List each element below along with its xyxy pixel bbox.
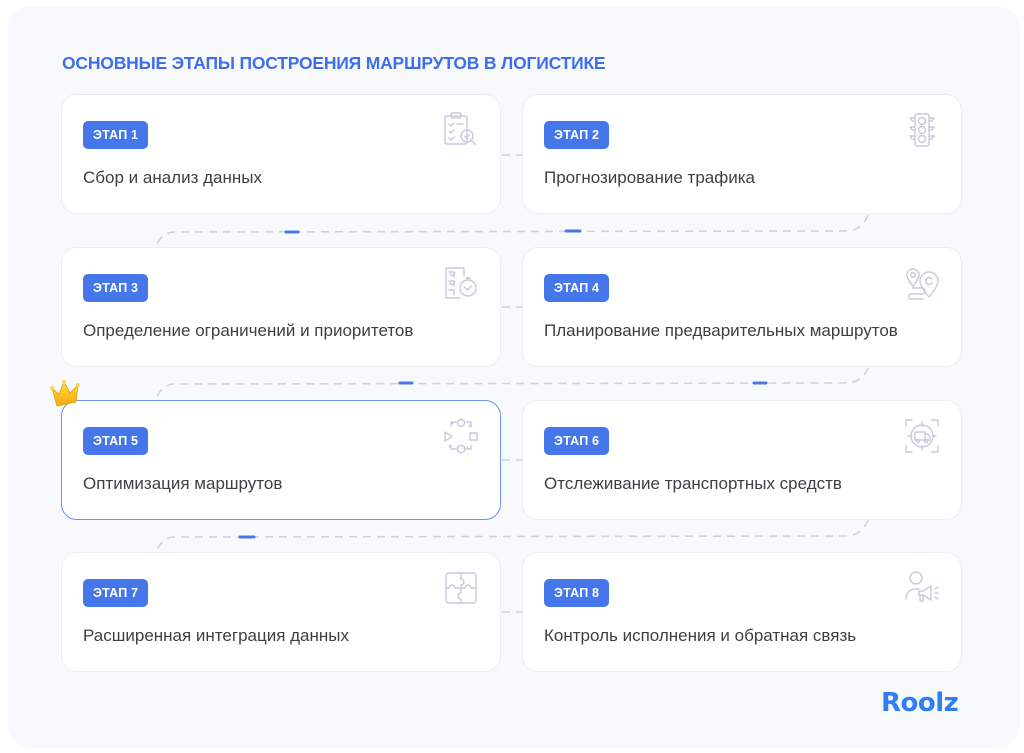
stage-title: Расширенная интеграция данных [83, 626, 350, 645]
stage-title: Определение ограничений и приоритетов [83, 321, 414, 340]
clipboard-search-icon [442, 111, 480, 149]
stage-card-6: ЭТАП 6 Отслеживание транспортных средств [522, 400, 962, 520]
stage-title: Прогнозирование трафика [544, 168, 755, 187]
stage-badge: ЭТАП 4 [544, 274, 610, 302]
stage-badge: ЭТАП 7 [83, 579, 149, 607]
stage-badge: ЭТАП 2 [544, 121, 610, 149]
checklist-timer-icon [442, 264, 480, 302]
stage-badge: ЭТАП 5 [83, 427, 149, 455]
crown-icon [50, 380, 80, 407]
stage-card-7: ЭТАП 7 Расширенная интеграция данных [61, 552, 501, 672]
route-pins-icon [903, 264, 941, 302]
stage-title: Отслеживание транспортных средств [544, 474, 842, 493]
stage-card-5: ЭТАП 5 Оптимизация маршрутов [61, 400, 501, 520]
roolz-logo: Roolz [881, 688, 959, 718]
stage-card-1: ЭТАП 1 Сбор и анализ данных [61, 94, 501, 214]
puzzle-icon [442, 569, 480, 607]
stage-card-2: ЭТАП 2 Прогнозирование трафика [522, 94, 962, 214]
traffic-light-icon [903, 111, 941, 149]
page-title: ОСНОВНЫЕ ЭТАПЫ ПОСТРОЕНИЯ МАРШРУТОВ В ЛО… [62, 53, 606, 73]
stage-title: Оптимизация маршрутов [83, 474, 283, 493]
stage-badge: ЭТАП 8 [544, 579, 610, 607]
stage-badge: ЭТАП 6 [544, 427, 610, 455]
stage-title: Сбор и анализ данных [83, 168, 262, 187]
truck-tracking-icon [903, 417, 941, 455]
person-megaphone-icon [903, 569, 941, 607]
stage-card-3: ЭТАП 3 Определение ограничений и приорит… [61, 247, 501, 367]
stage-card-8: ЭТАП 8 Контроль исполнения и обратная св… [522, 552, 962, 672]
stage-title: Контроль исполнения и обратная связь [544, 626, 857, 645]
stage-title: Планирование предварительных маршрутов [544, 321, 898, 340]
stage-badge: ЭТАП 1 [83, 121, 149, 149]
process-cycle-icon [442, 417, 480, 455]
stage-card-4: ЭТАП 4 Планирование предварительных марш… [522, 247, 962, 367]
stage-badge: ЭТАП 3 [83, 274, 149, 302]
